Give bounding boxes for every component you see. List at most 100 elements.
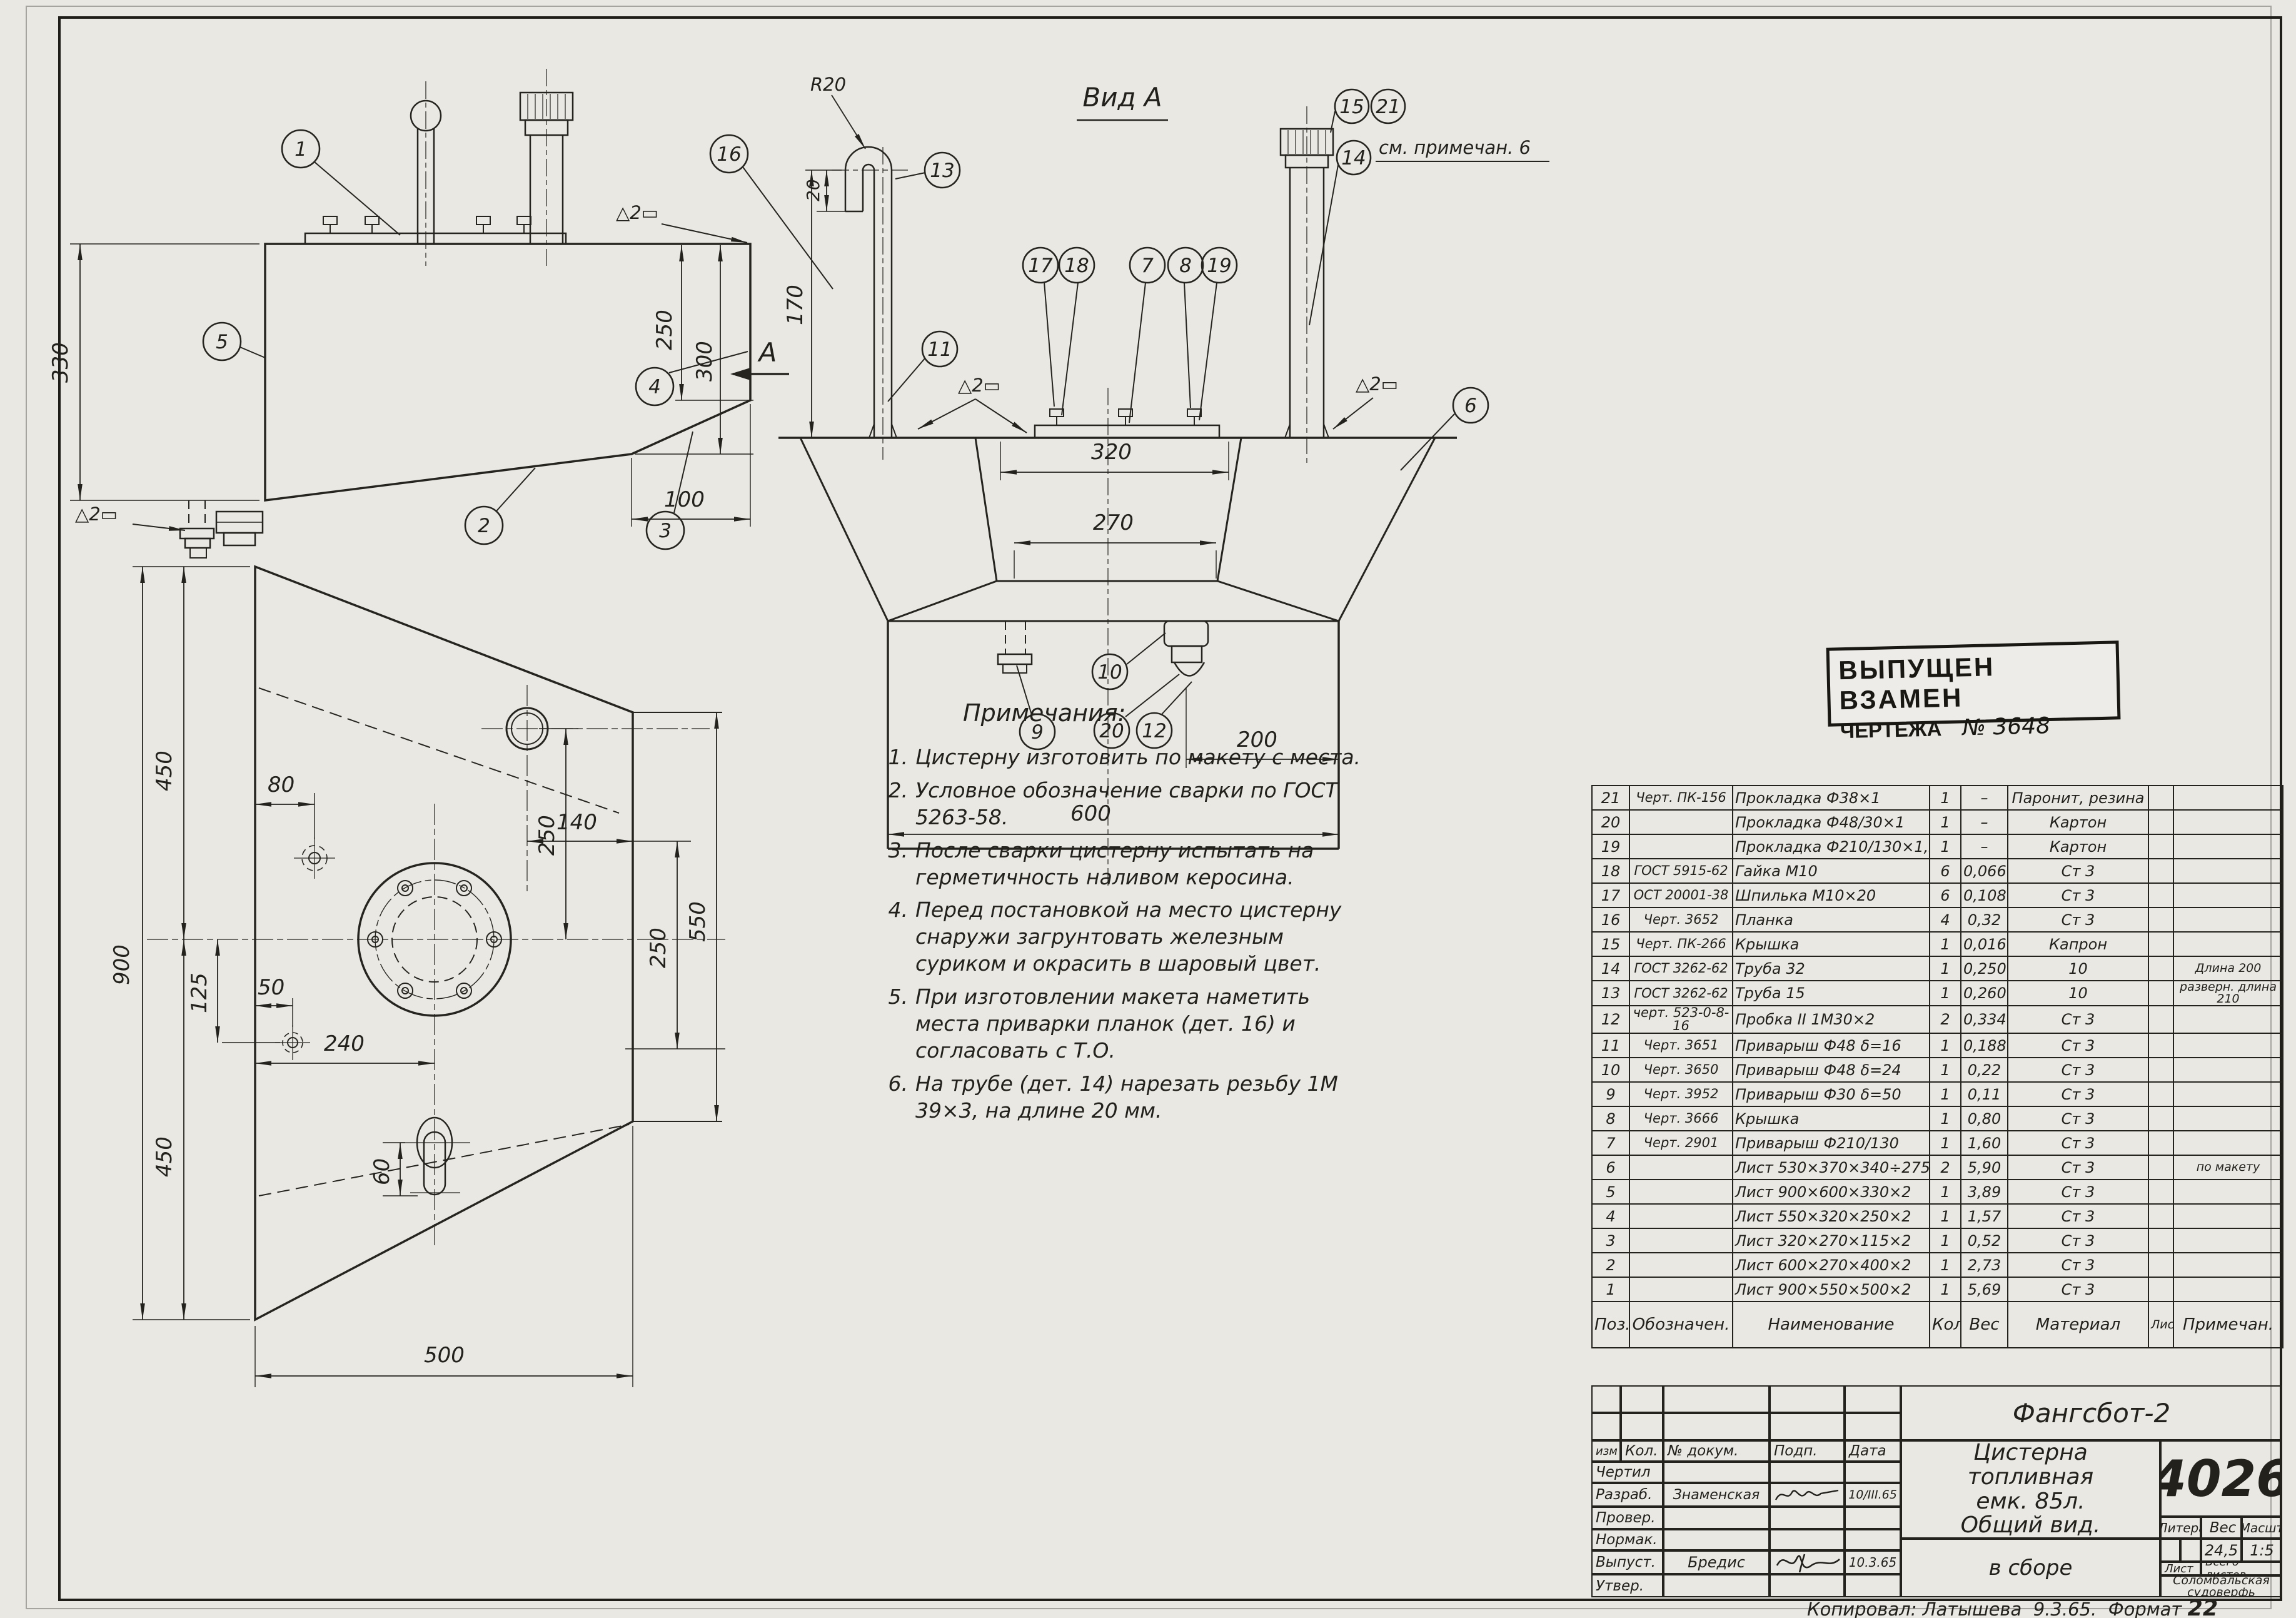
- note-item: 2. Условное обозначение сварки по ГОСТ 5…: [888, 777, 1338, 829]
- tb-row-utver: Утвер.: [1591, 1574, 1663, 1597]
- notes-list: 1. Цистерну изготовить по макету с места…: [875, 744, 1363, 1125]
- bom-row: 19 Прокладка Ф210/130×1,5 1 – Картон: [1591, 834, 2283, 859]
- callout-17: 17: [1028, 255, 1053, 277]
- dim-100: 100: [664, 487, 705, 512]
- note-item: 5. При изготовлении макета наметить мест…: [888, 984, 1311, 1063]
- bom-row: 3 Лист 320×270×115×2 1 0,52 Ст 3: [1591, 1228, 2283, 1253]
- dim-60: 60: [370, 1158, 395, 1185]
- dim-250-right: 250: [646, 928, 671, 968]
- dim-900: 900: [109, 944, 134, 985]
- callout-14: 14: [1341, 147, 1366, 169]
- dim-600: 600: [1070, 801, 1111, 826]
- callout-16: 16: [717, 143, 741, 166]
- section-label: А: [757, 337, 777, 368]
- dim-50: 50: [258, 975, 284, 1000]
- bom-row: 20 Прокладка Ф48/30×1 1 – Картон: [1591, 809, 2283, 835]
- tb-col-izm: изм: [1591, 1440, 1621, 1462]
- callout-1: 1: [295, 138, 307, 161]
- tb-row-prover: Провер.: [1591, 1507, 1663, 1529]
- bom-row: 6 Лист 530×370×340÷275×2 2 5,90 Ст 3 по …: [1591, 1155, 2283, 1180]
- bom-row: 5 Лист 900×600×330×2 1 3,89 Ст 3: [1591, 1179, 2283, 1205]
- dim-250: 250: [652, 310, 677, 350]
- callout-21: 21: [1376, 96, 1400, 118]
- dim-200: 200: [1237, 727, 1277, 752]
- dim-320: 320: [1091, 440, 1132, 465]
- bom-row: 16 Черт. 3652 Планка 4 0,32 Ст 3: [1591, 907, 2283, 933]
- tb-row-normak: Нормак.: [1591, 1529, 1663, 1550]
- bom-table: 21 Черт. ПК-156 Прокладка Ф38×1 1 – Паро…: [1591, 785, 2283, 1348]
- signature-icon: [1775, 1489, 1839, 1500]
- bom-row: 18 ГОСТ 5915-62 Гайка М10 6 0,066 Ст 3: [1591, 858, 2283, 884]
- tb-vsego-label: Всего листов: [2201, 1562, 2282, 1575]
- bom-row: 15 Черт. ПК-266 Крышка 1 0,016 Капрон: [1591, 931, 2283, 957]
- tb-col-podp: Подп.: [1770, 1440, 1845, 1462]
- bom-row: 8 Черт. 3666 Крышка 1 0,80 Ст 3: [1591, 1106, 2283, 1131]
- bom-row: 2 Лист 600×270×400×2 1 2,73 Ст 3: [1591, 1252, 2283, 1278]
- dim-450-bottom: 450: [152, 1136, 177, 1177]
- tb-ves-value: 24,5: [2201, 1539, 2242, 1562]
- tb-litera-label: Литера: [2160, 1517, 2201, 1539]
- stamp-line1: ВЫПУЩЕН ВЗАМЕН: [1838, 652, 1995, 715]
- bom-header-row: Поз. Обозначен. Наименование Кол. Вес Ма…: [1591, 1301, 2283, 1348]
- callout-4: 4: [648, 376, 661, 398]
- dim-170: 170: [783, 285, 808, 325]
- plan-view: [147, 565, 725, 1322]
- dim-450-top: 450: [152, 751, 177, 791]
- side-view-callouts: [202, 129, 833, 550]
- callout-19: 19: [1207, 255, 1231, 277]
- callout-3: 3: [659, 520, 672, 542]
- tb-factory: Соломбальская судоверфь: [2160, 1575, 2282, 1597]
- dim-550: 550: [685, 901, 710, 942]
- title-block: изм Кол. № докум. Подп. Дата Чертил Разр…: [1591, 1385, 2282, 1597]
- signature-icon: [1776, 1554, 1840, 1573]
- tb-row-chertil: Чертил: [1591, 1462, 1663, 1483]
- callout-8: 8: [1179, 255, 1192, 277]
- dim-140: 140: [556, 810, 597, 835]
- dim-20: 20: [803, 179, 823, 201]
- tb-col-kol: Кол.: [1621, 1440, 1663, 1462]
- dim-270: 270: [1093, 510, 1134, 535]
- tb-row-razrab: Разраб.: [1591, 1483, 1663, 1507]
- note-item: 4. Перед постановкой на место цистерну с…: [888, 897, 1342, 976]
- bom-row: 9 Черт. 3952 Приварыш Ф30 δ=50 1 0,11 Ст…: [1591, 1081, 2283, 1107]
- section-arrow: А: [730, 337, 789, 380]
- view-a-label: Вид А: [1082, 82, 1162, 113]
- tb-vypust-date: 10.3.65: [1845, 1550, 1901, 1574]
- dim-240: 240: [324, 1031, 365, 1056]
- side-view: [179, 69, 752, 559]
- weld-mark-icon: △2▭: [958, 375, 1000, 396]
- tb-masshtab-label: Масшт.: [2242, 1517, 2282, 1539]
- tb-razrab-date: 10/III.65: [1845, 1483, 1901, 1507]
- dim-330: 330: [48, 342, 73, 383]
- replacement-stamp: ВЫПУЩЕН ВЗАМЕН ЧЕРТЕЖА № 3648: [1826, 640, 2121, 742]
- tb-razrab-name: Знаменская: [1663, 1483, 1770, 1507]
- tb-list-label: Лист: [2160, 1562, 2201, 1575]
- note-item: 3. После сварки цистерну испытать на гер…: [888, 837, 1314, 889]
- weld-mark-icon: △2▭: [616, 202, 658, 223]
- bom-row: 10 Черт. 3650 Приварыш Ф48 δ=24 1 0,22 С…: [1591, 1057, 2283, 1083]
- weld-mark-icon: △2▭: [1356, 373, 1398, 395]
- dim-80: 80: [268, 772, 295, 797]
- plan-dims: [133, 566, 725, 1387]
- note-item: 6. На трубе (дет. 14) нарезать резьбу 1М…: [888, 1071, 1338, 1123]
- callout-13: 13: [930, 159, 954, 182]
- bom-row: 4 Лист 550×320×250×2 1 1,57 Ст 3: [1591, 1203, 2283, 1229]
- tb-project: Фангсбот-2: [1901, 1385, 2282, 1440]
- callout-10: 10: [1097, 661, 1122, 684]
- tb-drawing-number: 4026: [2160, 1440, 2282, 1517]
- tb-title: Цистерна топливная емк. 85л. Общий вид.: [1901, 1440, 2160, 1539]
- callout-7: 7: [1141, 255, 1154, 277]
- footer-line: Копировал: Латышева 9.3.65. Формат 22: [1807, 1596, 2218, 1618]
- bom-row: 14 ГОСТ 3262-62 Труба 32 1 0,250 10 Длин…: [1591, 956, 2283, 981]
- bom-row: 11 Черт. 3651 Приварыш Ф48 δ=16 1 0,188 …: [1591, 1033, 2283, 1058]
- note-item: 1. Цистерну изготовить по макету с места…: [888, 745, 1361, 769]
- dim-125: 125: [187, 973, 212, 1013]
- vid-a-dims: [803, 94, 1339, 837]
- notes-block: Примечания: 1. Цистерну изготовить по ма…: [875, 699, 1363, 1131]
- callout-15: 15: [1339, 96, 1364, 118]
- bom-row: 7 Черт. 2901 Приварыш Ф210/130 1 1,60 Ст…: [1591, 1130, 2283, 1156]
- tb-col-data: Дата: [1845, 1440, 1901, 1462]
- tb-razrab-signature: [1770, 1483, 1845, 1507]
- callout-18: 18: [1064, 255, 1089, 277]
